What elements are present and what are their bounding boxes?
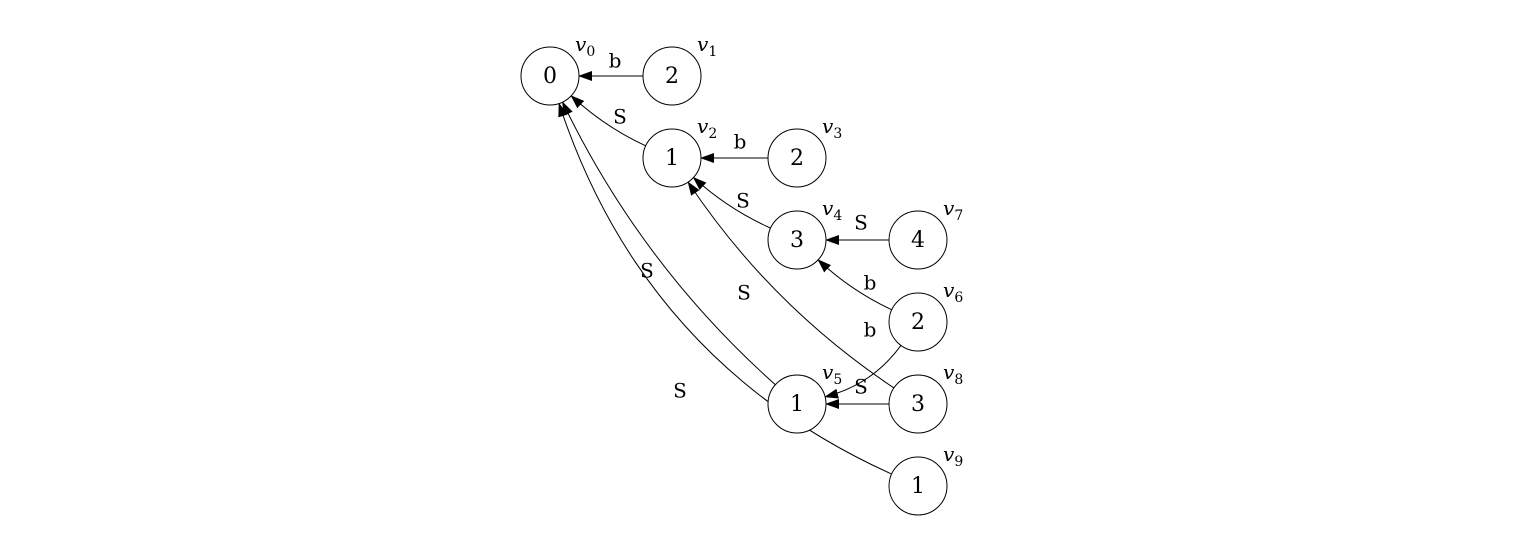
edge-label: b: [864, 318, 877, 342]
node-name-base: v: [822, 360, 834, 384]
node-name-label: v7: [943, 196, 963, 224]
node-name-base: v: [822, 196, 834, 220]
node-value: 1: [665, 146, 679, 171]
edge-v4-to-v2: [692, 176, 771, 229]
node-name-base: v: [697, 32, 709, 56]
edge-label: S: [854, 211, 868, 235]
edge-label: S: [640, 259, 654, 283]
node-name-label: v0: [575, 32, 595, 60]
node-value: 2: [665, 64, 679, 89]
edge-label: S: [673, 379, 687, 403]
node-name-base: v: [943, 360, 955, 384]
node-name-subscript: 9: [954, 454, 963, 470]
edge-label: S: [613, 105, 627, 129]
node-name-label: v6: [943, 278, 963, 306]
node-v2: 1v2: [642, 114, 717, 188]
node-name-label: v8: [943, 360, 963, 388]
node-circle: [767, 210, 827, 270]
node-name-subscript: 7: [954, 208, 963, 224]
edge-label: S: [736, 189, 750, 213]
node-circle: [888, 374, 948, 434]
edge-label: b: [609, 49, 622, 73]
node-value: 0: [543, 64, 557, 89]
node-circle: [888, 456, 948, 516]
node-name-subscript: 3: [833, 126, 842, 142]
node-name-base: v: [943, 278, 955, 302]
node-name-base: v: [943, 196, 955, 220]
node-circle: [642, 128, 702, 188]
edge-label: b: [864, 271, 877, 295]
node-value: 3: [790, 228, 804, 253]
node-v0: 0v0: [520, 32, 595, 106]
node-v6: 2v6: [888, 278, 963, 352]
node-v1: 2v1: [642, 32, 717, 106]
node-v8: 3v8: [888, 360, 963, 434]
node-circle: [520, 46, 580, 106]
edge-label: b: [734, 130, 747, 154]
node-name-subscript: 0: [586, 44, 595, 60]
node-name-label: v2: [697, 114, 717, 142]
node-name-base: v: [575, 32, 587, 56]
node-value: 1: [911, 474, 925, 499]
edge-v2-to-v0: [570, 95, 646, 147]
node-name-label: v1: [697, 32, 717, 60]
node-name-subscript: 6: [954, 290, 963, 306]
node-name-label: v3: [822, 114, 842, 142]
node-name-label: v5: [822, 360, 842, 388]
node-v3: 2v3: [767, 114, 842, 188]
node-name-subscript: 5: [833, 372, 842, 388]
edge-v9-to-v0: [558, 102, 892, 475]
edge-label: S: [737, 281, 751, 305]
node-circle: [767, 128, 827, 188]
node-v4: 3v4: [767, 196, 842, 270]
node-value: 2: [790, 146, 804, 171]
edge-v6-to-v5: [824, 345, 902, 399]
node-value: 2: [911, 310, 925, 335]
edge-v5-to-v0: [562, 101, 776, 386]
node-circle: [888, 210, 948, 270]
node-value: 1: [790, 392, 804, 417]
node-v5: 1v5: [767, 360, 842, 434]
node-value: 3: [911, 392, 925, 417]
node-circle: [767, 374, 827, 434]
node-v9: 1v9: [888, 442, 963, 516]
node-name-base: v: [943, 442, 955, 466]
node-circle: [642, 46, 702, 106]
node-name-base: v: [697, 114, 709, 138]
node-name-subscript: 4: [833, 208, 842, 224]
node-name-subscript: 2: [708, 126, 717, 142]
edge-label: S: [854, 375, 868, 399]
node-name-subscript: 8: [954, 372, 963, 388]
node-circle: [888, 292, 948, 352]
node-name-subscript: 1: [708, 44, 717, 60]
edge-v8-to-v2: [687, 181, 895, 389]
node-name-base: v: [822, 114, 834, 138]
node-name-label: v4: [822, 196, 842, 224]
node-value: 4: [911, 228, 925, 253]
edge-v6-to-v4: [817, 259, 892, 311]
node-v7: 4v7: [888, 196, 963, 270]
node-name-label: v9: [943, 442, 963, 470]
